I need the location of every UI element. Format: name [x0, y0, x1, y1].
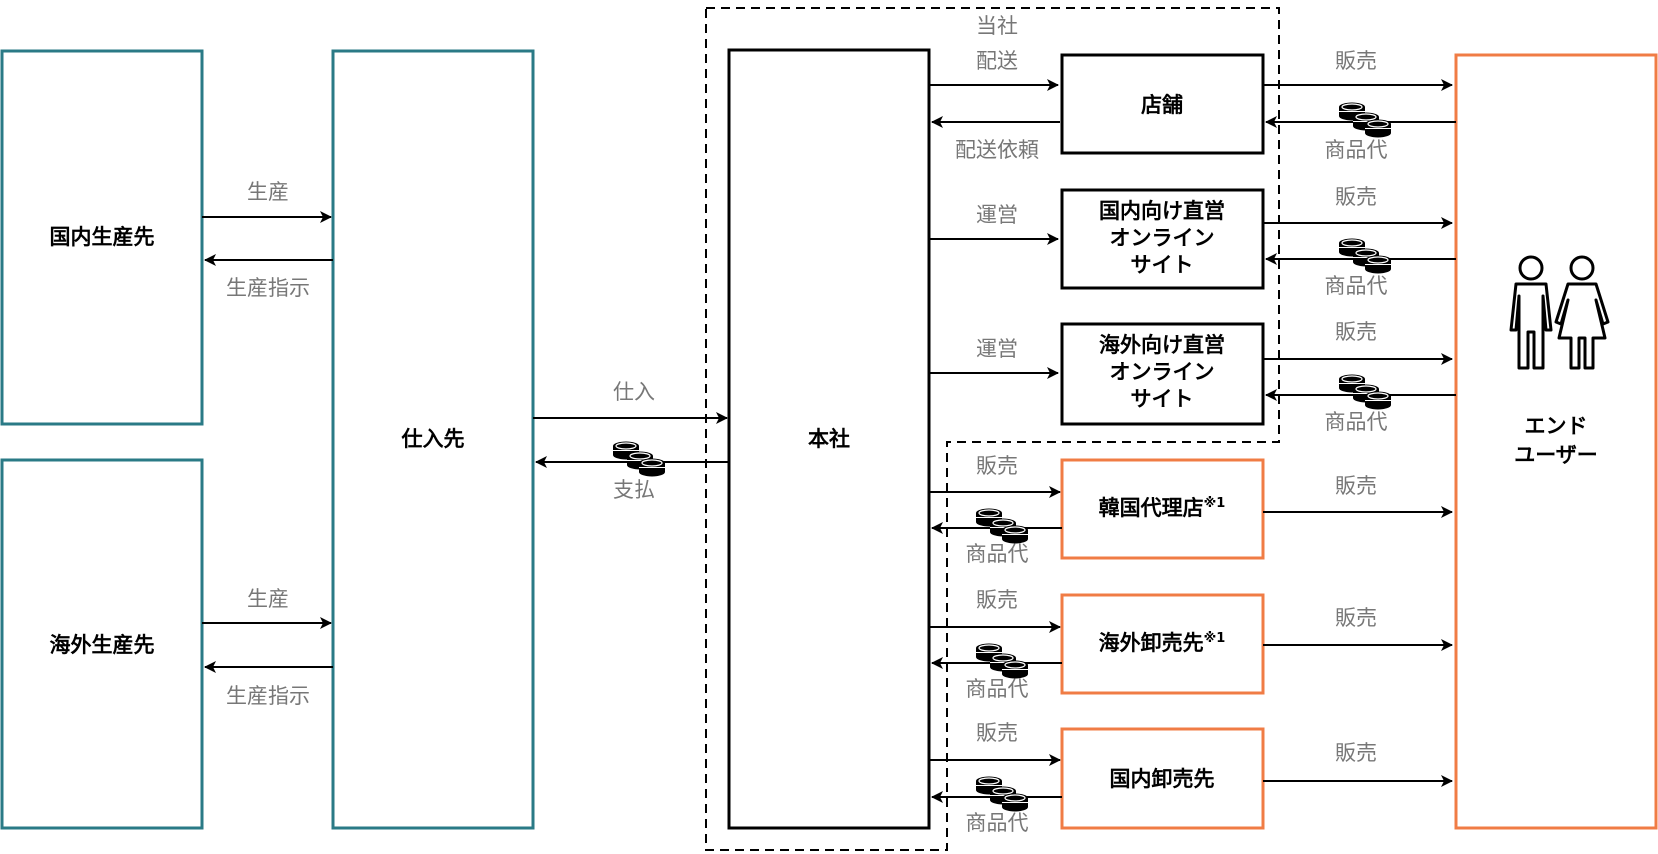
label-sales-overseas-online: 販売 — [1335, 320, 1377, 344]
coins-icon — [976, 777, 1028, 812]
company-label: 当社 — [976, 14, 1018, 38]
domestic-online-box — [1060, 188, 1265, 290]
overseas-producer-label: 海外生産先 — [50, 633, 155, 657]
label-sales-store: 販売 — [1335, 49, 1377, 73]
coins-icon — [613, 442, 665, 477]
domestic-online-label-3: サイト — [1131, 253, 1194, 277]
overseas-online-label-3: サイト — [1131, 387, 1194, 411]
domestic-online-label-2: オンライン — [1110, 226, 1215, 250]
overseas-producer-box — [0, 458, 204, 830]
label-price-overseas-online: 商品代 — [1325, 410, 1388, 434]
label-sales-domestic-online: 販売 — [1335, 185, 1377, 209]
supplier-label: 仕入先 — [401, 427, 465, 451]
label-production-domestic: 生産 — [247, 180, 289, 204]
overseas-online-box — [1060, 322, 1265, 426]
label-purchase: 仕入 — [613, 380, 655, 404]
headquarters-box — [727, 48, 931, 830]
overseas-online-label-1: 海外向け直営 — [1099, 333, 1225, 357]
overseas-online-label-2: オンライン — [1110, 360, 1215, 384]
korea-agent-label: 韓国代理店※1 — [1099, 496, 1226, 520]
label-operation-domestic: 運営 — [976, 203, 1018, 227]
end-user-label-2: ユーザー — [1514, 443, 1598, 467]
people-icon — [1509, 255, 1610, 370]
label-instruction-domestic: 生産指示 — [226, 276, 310, 300]
coins-icon — [1339, 103, 1391, 138]
company-boundary — [705, 7, 1280, 851]
store-box — [1060, 53, 1265, 155]
overseas-wholesale-label: 海外卸売先※1 — [1099, 631, 1226, 655]
label-sales-domestic-wholesale: 販売 — [976, 721, 1018, 745]
label-sales-korea-enduser: 販売 — [1335, 474, 1377, 498]
headquarters-label: 本社 — [808, 427, 850, 451]
label-production-overseas: 生産 — [247, 587, 289, 611]
label-sales-overseas-wholesale: 販売 — [976, 588, 1018, 612]
coins-icon — [1339, 239, 1391, 274]
label-delivery: 配送 — [976, 49, 1018, 73]
label-sales-domestic-wholesale-enduser: 販売 — [1335, 741, 1377, 765]
label-operation-overseas: 運営 — [976, 337, 1018, 361]
domestic-wholesale-box — [1060, 727, 1265, 830]
store-label: 店舗 — [1141, 93, 1183, 117]
domestic-producer-box — [0, 49, 204, 426]
korea-agent-box — [1060, 458, 1265, 560]
label-price-domestic-online: 商品代 — [1325, 274, 1388, 298]
label-sales-overseas-wholesale-enduser: 販売 — [1335, 606, 1377, 630]
end-user-box — [1454, 53, 1658, 830]
coins-icon — [976, 509, 1028, 544]
supplier-box — [331, 49, 535, 830]
label-price-store: 商品代 — [1325, 138, 1388, 162]
label-price-domestic-wholesale: 商品代 — [966, 811, 1029, 835]
label-payment: 支払 — [613, 478, 655, 502]
end-user-label-1: エンド — [1525, 414, 1588, 438]
label-price-korea: 商品代 — [966, 542, 1029, 566]
domestic-producer-label: 国内生産先 — [50, 225, 155, 249]
domestic-wholesale-label: 国内卸売先 — [1110, 767, 1215, 791]
label-instruction-overseas: 生産指示 — [226, 684, 310, 708]
label-price-overseas-wholesale: 商品代 — [966, 677, 1029, 701]
domestic-online-label-1: 国内向け直営 — [1099, 199, 1225, 223]
overseas-wholesale-box — [1060, 593, 1265, 695]
coins-icon — [976, 644, 1028, 679]
label-delivery-request: 配送依頼 — [955, 138, 1039, 162]
coins-icon — [1339, 375, 1391, 410]
label-sales-korea: 販売 — [976, 454, 1018, 478]
